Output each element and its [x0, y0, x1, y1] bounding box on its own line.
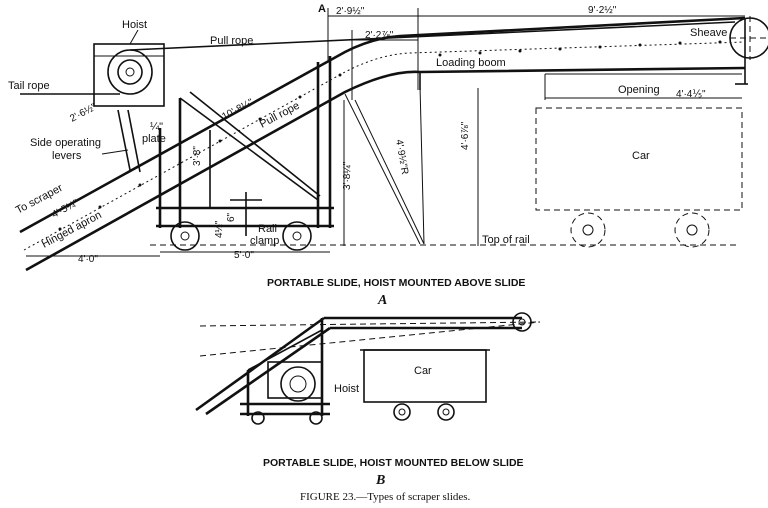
- frame-wheel-left: [170, 221, 200, 251]
- letter-b: B: [375, 473, 385, 488]
- plate-label-1: ¼": [150, 121, 163, 133]
- dim-d1: 2'·9½": [336, 6, 365, 17]
- dim-d9: 3'·8": [192, 146, 203, 166]
- dim-d2: 9'·2½": [588, 5, 617, 16]
- opening-label: Opening: [618, 84, 660, 96]
- figure-caption: FIGURE 23.—Types of scraper slides.: [300, 491, 471, 503]
- pull-rope-upper-label: Pull rope: [210, 35, 253, 47]
- top-of-rail-label: Top of rail: [482, 234, 530, 246]
- car-outline: [535, 107, 743, 211]
- loading-boom-label: Loading boom: [436, 57, 506, 69]
- hoist-a: [93, 43, 165, 107]
- dim-d5: 10'·8¼": [220, 96, 256, 123]
- sheave-label: Sheave: [690, 27, 727, 39]
- rail-clamp-label-2: clamp: [250, 235, 279, 247]
- dimension-lines-top: [327, 8, 745, 100]
- side-levers-label-2: levers: [52, 150, 82, 162]
- dimension-lines-bottom: [26, 88, 479, 257]
- caption-b: PORTABLE SLIDE, HOIST MOUNTED BELOW SLID…: [263, 457, 524, 469]
- dim-d6: 4'·9½"R: [393, 139, 410, 176]
- dim-d10: 4'·5¼": [50, 197, 81, 221]
- pull-rope-lower-label: Pull rope: [258, 100, 302, 131]
- car-label: Car: [632, 150, 650, 162]
- hoist-b-label: Hoist: [334, 383, 359, 395]
- diagram-a: Car Sheave: [8, 3, 768, 308]
- car-b-wheel-right: [437, 403, 455, 421]
- dim-d4: 2'·6½": [68, 101, 99, 124]
- slide-b-frame: [240, 318, 330, 416]
- dim-d7: 4'·6⅞": [460, 121, 471, 150]
- dim-d8: 3'·8¼": [341, 161, 353, 190]
- frame-b-wheel-right: [309, 411, 323, 425]
- car-b-wheel-left: [393, 403, 411, 421]
- dashed-line-b-2: [199, 321, 541, 327]
- dim-d12: 5'·0": [234, 250, 254, 261]
- frame-wheel-right: [282, 221, 312, 251]
- tail-rope-label: Tail rope: [8, 80, 50, 92]
- slide-frame: [156, 56, 334, 228]
- dim-d3: 2'·2⅞": [365, 30, 394, 41]
- radius-line-1: [344, 93, 421, 245]
- car-wheel-right: [674, 212, 710, 248]
- caption-a: PORTABLE SLIDE, HOIST MOUNTED ABOVE SLID…: [267, 277, 525, 289]
- dim-d13: 4'·4⅕": [676, 89, 706, 100]
- rail-clamp-label-1: Rail: [258, 223, 277, 235]
- letter-a: A: [377, 293, 387, 308]
- side-levers-label-1: Side operating: [30, 137, 101, 149]
- plate-label-2: plate: [142, 133, 166, 145]
- rail-clamp-handwheel: [230, 192, 262, 236]
- frame-b-wheel-left: [251, 411, 265, 425]
- hoist-a-label: Hoist: [122, 19, 147, 31]
- point-a-label: A: [318, 3, 326, 15]
- pull-rope-upper: [129, 21, 736, 51]
- dim-d15: 6": [226, 212, 237, 222]
- radius-line-2: [419, 85, 425, 245]
- sheave-b: [512, 312, 532, 332]
- car-wheel-left: [570, 212, 606, 248]
- hoist-b: [267, 361, 323, 402]
- sheave: [729, 16, 768, 60]
- car-b-label: Car: [414, 365, 432, 377]
- dim-d14: 4½": [214, 220, 225, 238]
- diagram-b: Hoist Car PORTABLE SLIDE, HOIST MOUNTED …: [195, 312, 541, 488]
- slide-b-boom: [195, 316, 522, 416]
- dim-d11: 4'·0": [78, 254, 98, 265]
- side-lever: [117, 109, 131, 171]
- loading-boom: [19, 16, 748, 272]
